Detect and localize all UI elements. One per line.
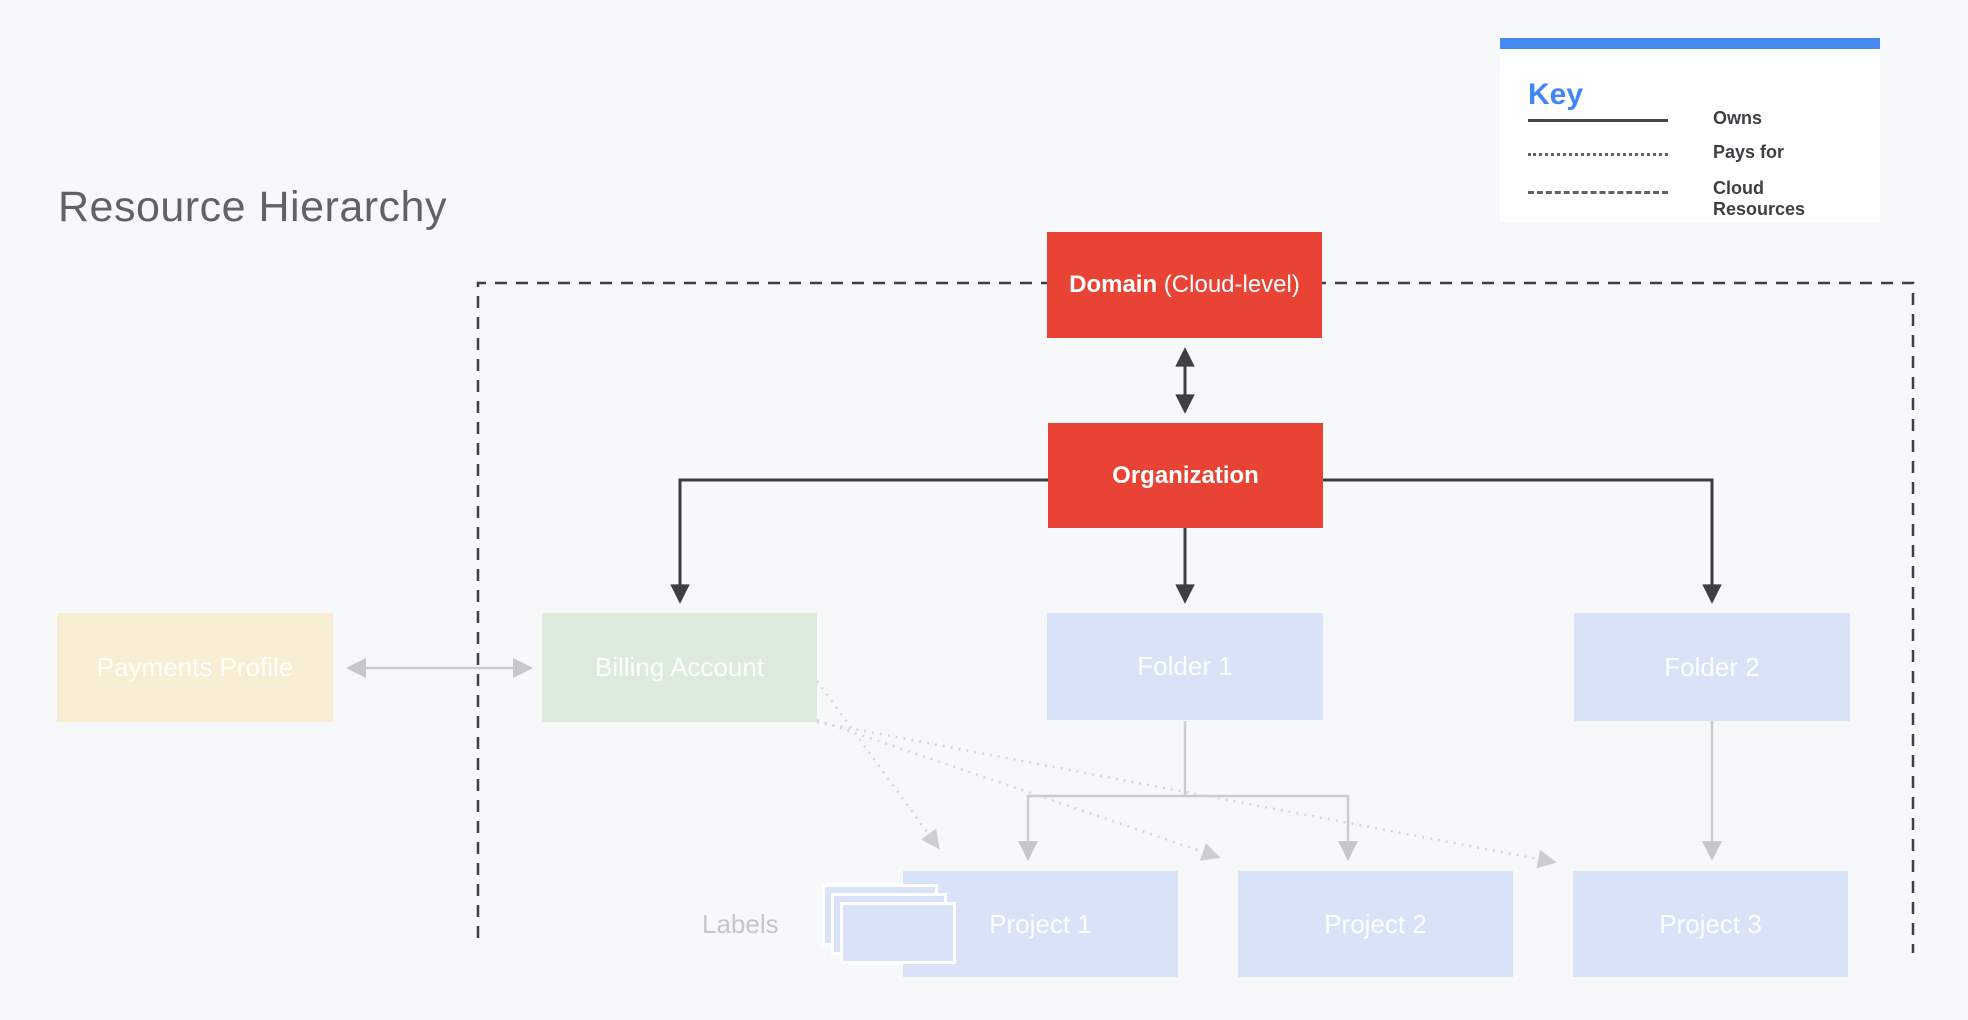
node-project-2: Project 2 (1238, 871, 1513, 977)
node-folder-1: Folder 1 (1047, 613, 1323, 720)
node-project-3: Project 3 (1573, 871, 1848, 977)
legend-solid-line-sample (1528, 119, 1668, 122)
node-payments-profile-label: Payments Profile (96, 652, 294, 682)
node-folder-2-label: Folder 2 (1664, 651, 1760, 682)
billing-project3-dotted (816, 720, 1557, 869)
page-title: Resource Hierarchy (58, 183, 447, 231)
legend-title: Key (1528, 78, 1584, 111)
org-billing-connector (670, 478, 1048, 604)
node-folder-1-label: Folder 1 (1137, 651, 1233, 681)
legend-label-cloud-resources: Cloud Resources (1713, 178, 1806, 219)
node-project-3-label: Project 3 (1659, 908, 1762, 939)
node-domain: Domain (Cloud-level) (1047, 232, 1322, 338)
billing-project1-dotted (815, 680, 940, 850)
labels-caption: Labels (702, 909, 779, 939)
legend-dashed-line-sample (1528, 191, 1668, 194)
legend-label-owns: Owns (1713, 108, 1763, 128)
node-payments-profile: Payments Profile (57, 613, 333, 722)
org-folder2-connector (1323, 478, 1722, 604)
node-billing-account: Billing Account (542, 613, 817, 722)
node-domain-label: Domain (Cloud-level) (1069, 271, 1300, 298)
legend-dotted-line-sample (1528, 153, 1668, 156)
node-project-2-label: Project 2 (1324, 908, 1427, 939)
node-project-1-label: Project 1 (989, 908, 1092, 939)
node-organization: Organization (1048, 423, 1323, 528)
legend-accent-bar (1500, 38, 1880, 49)
node-billing-account-label: Billing Account (594, 652, 765, 682)
legend-box: Key Owns Pays for Cloud Resources (1500, 38, 1880, 222)
node-folder-2: Folder 2 (1574, 613, 1850, 721)
legend-label-pays-for: Pays for (1713, 142, 1785, 162)
billing-project2-dotted (816, 718, 1221, 861)
labels-stack-icon (822, 884, 962, 968)
node-organization-label: Organization (1112, 461, 1259, 489)
labels-stack-card-front (840, 902, 956, 964)
